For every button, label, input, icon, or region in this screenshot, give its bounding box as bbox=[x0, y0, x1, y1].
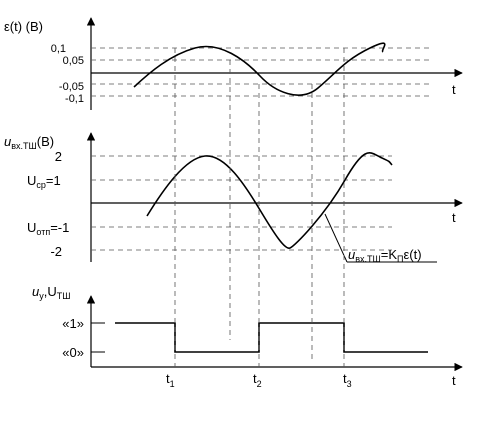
label-t1: t1 bbox=[166, 371, 175, 389]
uy-ylabel: uу,UТШ bbox=[32, 284, 70, 301]
uy-level-0: «0» bbox=[62, 345, 84, 360]
panel-uy: uу,UТШ «1» «0» t bbox=[32, 284, 463, 388]
uvx-formula: uвх.ТШ=KПε(t) bbox=[348, 247, 422, 264]
eps-curve bbox=[133, 42, 386, 96]
uvx-tick-2: 2 bbox=[55, 149, 62, 164]
label-t2: t2 bbox=[253, 371, 262, 389]
uy-xlabel: t bbox=[452, 373, 456, 388]
uy-level-1: «1» bbox=[62, 316, 84, 331]
time-marker-lines bbox=[174, 48, 345, 367]
uy-square-wave bbox=[115, 322, 428, 353]
eps-tick-0.05: 0,05 bbox=[63, 55, 84, 67]
eps-tick-neg0.05: -0,05 bbox=[59, 81, 84, 93]
label-t3: t3 bbox=[343, 371, 352, 389]
uvx-xlabel: t bbox=[452, 210, 456, 225]
uvx-tick-uotp: Uотп=-1 bbox=[27, 220, 69, 237]
uvx-ylabel: uвх.ТШ(В) bbox=[4, 134, 54, 151]
uvx-tick-ucp: Uср=1 bbox=[27, 173, 61, 190]
eps-ylabel: ε(t) (В) bbox=[4, 19, 43, 34]
panel-epsilon: ε(t) (В) 0,1 0,05 -0,05 -0,1 t bbox=[4, 17, 463, 110]
eps-tick-0.1: 0,1 bbox=[51, 43, 66, 55]
eps-tick-neg0.1: -0,1 bbox=[65, 93, 84, 105]
eps-xlabel: t bbox=[452, 82, 456, 97]
uvx-tick-neg2: -2 bbox=[50, 244, 62, 259]
formula-leader-line bbox=[324, 213, 348, 263]
panel-uvx: uвх.ТШ(В) 2 Uср=1 Uотп=-1 -2 t uвх.ТШ=KП… bbox=[4, 132, 463, 264]
uvx-curve bbox=[146, 152, 393, 249]
